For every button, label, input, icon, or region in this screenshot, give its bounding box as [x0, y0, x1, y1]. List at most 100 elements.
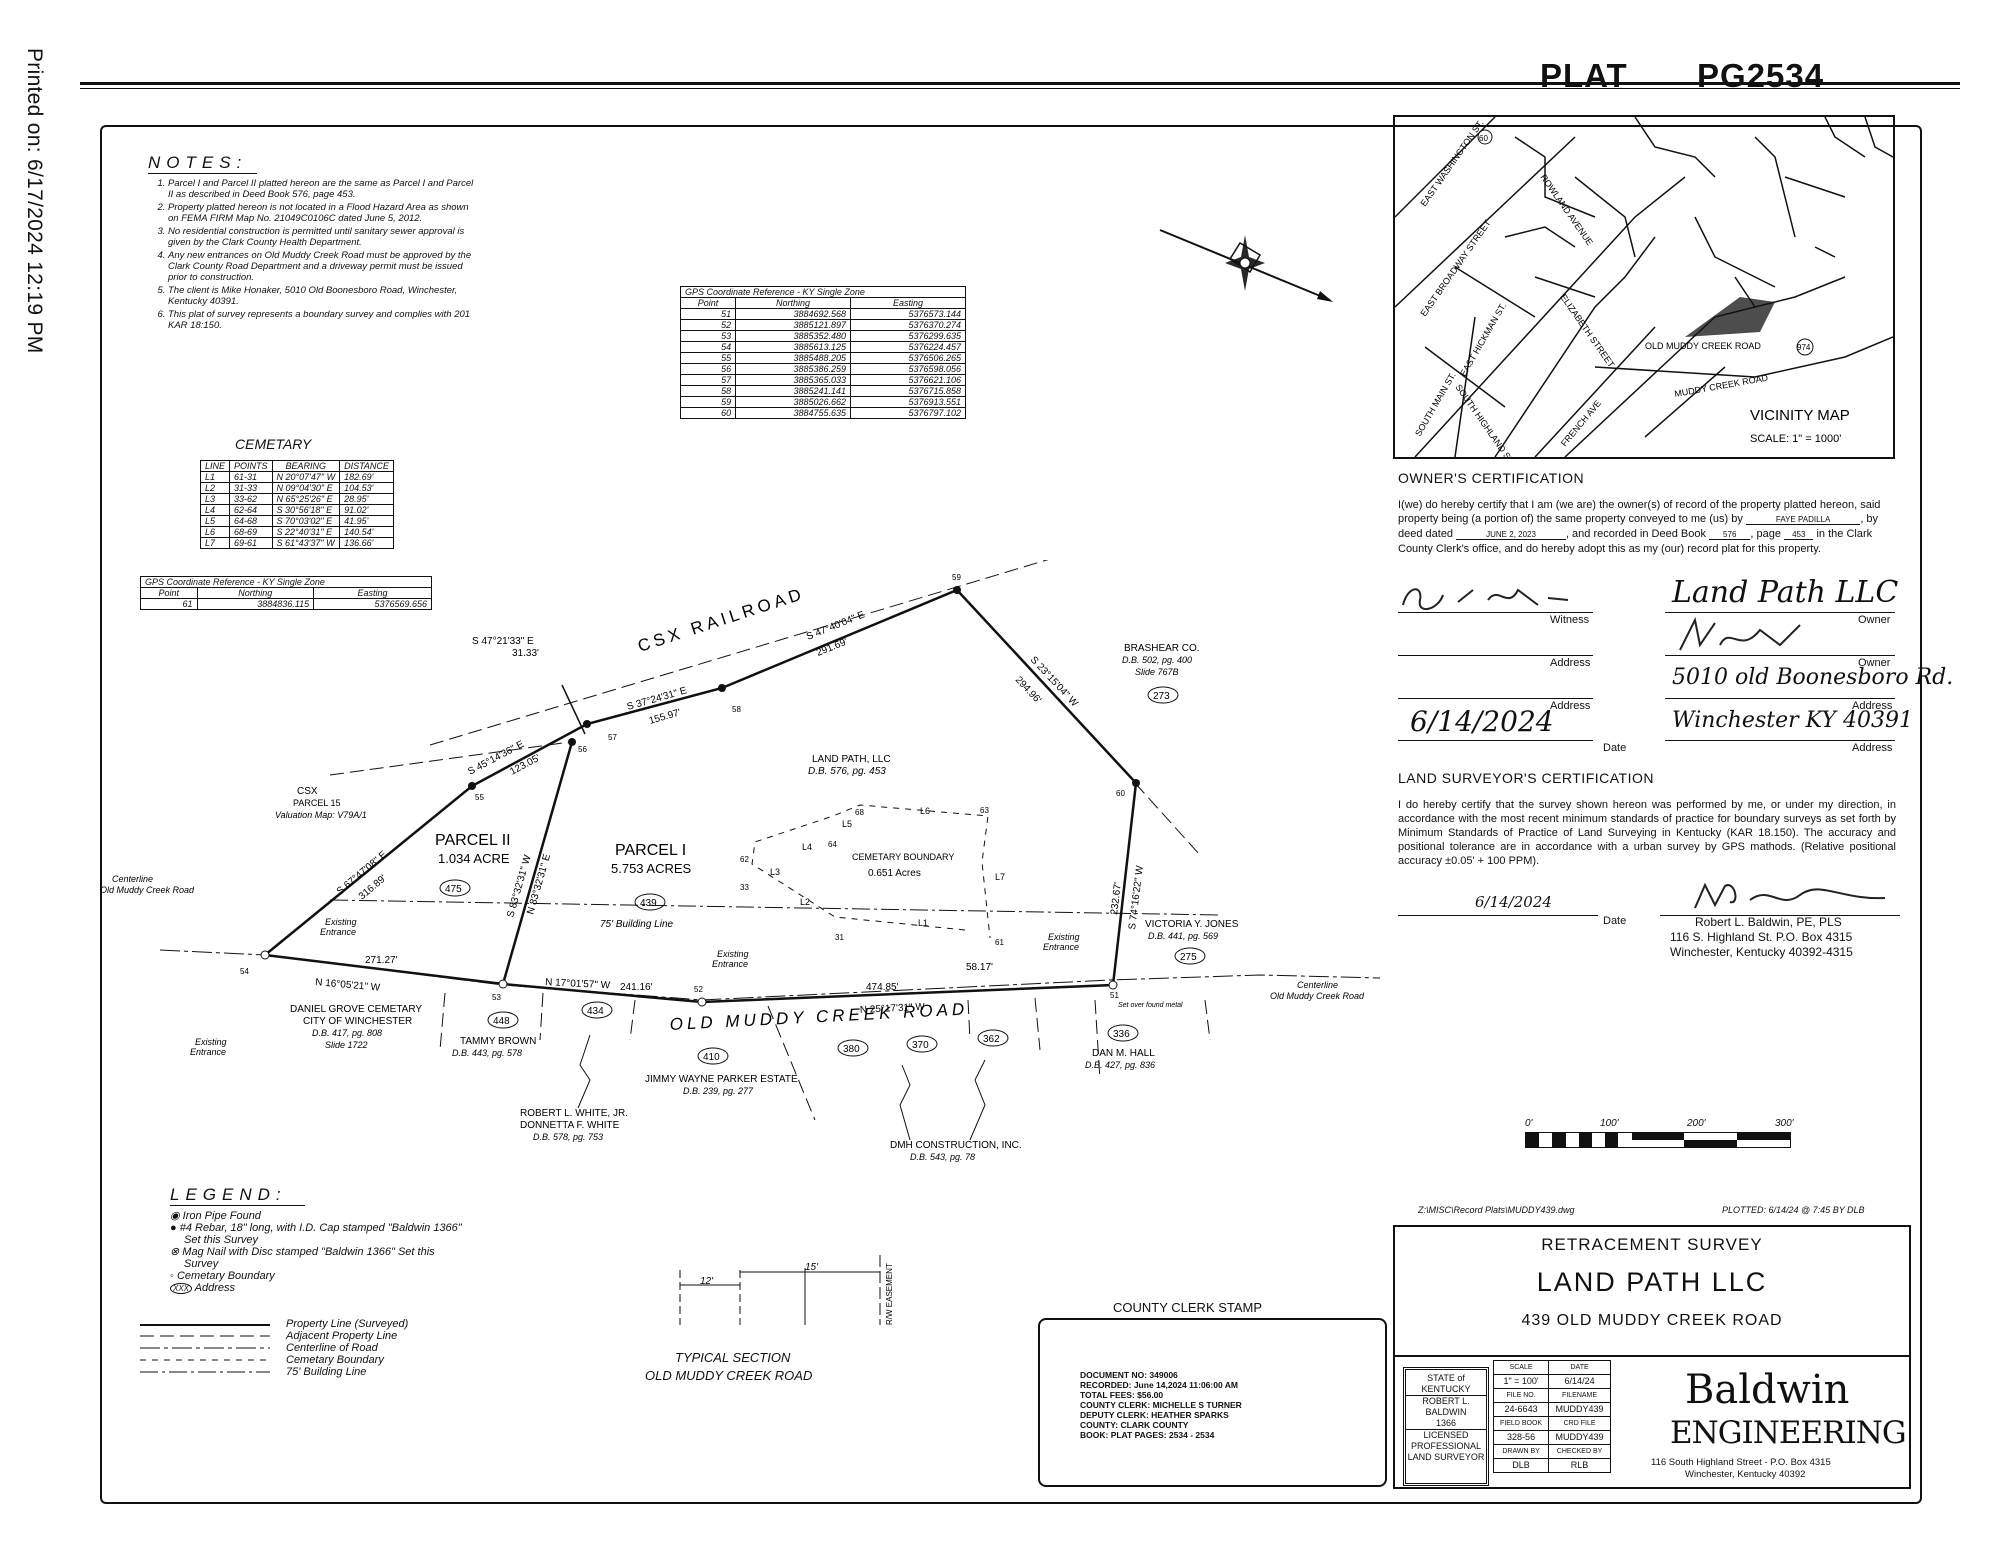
brashear-slide: Slide 767B — [1135, 667, 1179, 677]
surveyor-certification: LAND SURVEYOR'S CERTIFICATION I do hereb… — [1398, 770, 1896, 868]
address-label: Address — [1550, 657, 1591, 669]
cemetery-area: 0.651 Acres — [868, 868, 921, 879]
tammy-deed: D.B. 443, pg. 578 — [452, 1048, 522, 1058]
victoria-deed: D.B. 441, pg. 569 — [1148, 931, 1218, 941]
leader-line — [899, 1064, 911, 1141]
cell: 5376598.056 — [850, 363, 966, 375]
cell: 41.95' — [339, 515, 394, 527]
adjacent-line — [1094, 999, 1101, 1081]
cell: 1" = 100' — [1492, 1374, 1550, 1389]
cell: S 70°03'02" E — [271, 515, 341, 527]
line-label: L1 — [918, 918, 928, 928]
entrance-label: Existing — [1048, 932, 1080, 942]
cell: 61-31 — [229, 471, 273, 483]
leader-line — [577, 1034, 591, 1109]
county-clerk-stamp: DOCUMENT NO: 349006 RECORDED: June 14,20… — [1038, 1318, 1387, 1487]
cell: 62-64 — [229, 504, 273, 516]
firm-address-2: Winchester, Kentucky 40392 — [1685, 1469, 1806, 1480]
typical-section-drawing: 12' 15' R/W EASEMENT — [679, 1255, 894, 1325]
witness-label: Witness — [1550, 614, 1590, 626]
cell: L1 — [199, 471, 231, 483]
point-label: 64 — [828, 840, 837, 849]
legend-line-label: Adjacent Property Line — [286, 1330, 398, 1342]
cell: SCALE — [1492, 1360, 1550, 1375]
iron-pipe-icon: ◉ — [170, 1210, 183, 1222]
stamp-line: BOOK: PLAT PAGES: 2534 - 2534 — [1080, 1430, 1215, 1440]
centerline-right: Centerline — [1297, 980, 1338, 990]
cell: 5376715.858 — [850, 385, 966, 397]
cell: CHECKED BY — [1548, 1444, 1611, 1459]
bearing-label: S 74°16'22" W — [1127, 864, 1146, 930]
legend-line-label: 75' Building Line — [286, 1366, 367, 1378]
plat-page: PG2534 — [1697, 57, 1825, 94]
cell: 5376224.457 — [850, 341, 966, 353]
cell: 52 — [679, 319, 737, 331]
cell: 3885121.897 — [735, 319, 852, 331]
cell: 31-33 — [229, 482, 273, 494]
point-label: 54 — [240, 967, 249, 976]
seal-text: ROBERT L. — [1422, 1396, 1470, 1406]
point-label: 58 — [732, 705, 741, 714]
owner-date-handwritten: 6/14/2024 — [1410, 705, 1554, 738]
parcel1-address: 439 — [640, 898, 657, 909]
bearing-label: N 17°01'57" W — [545, 977, 611, 991]
robert-white-deed: D.B. 578, pg. 753 — [533, 1132, 603, 1142]
point-label: 59 — [952, 573, 961, 582]
cell: 328-56 — [1492, 1430, 1550, 1445]
address-oval — [906, 1035, 938, 1053]
address-oval — [977, 1029, 1009, 1047]
cell: S 22°40'31" E — [271, 526, 341, 538]
deed-page: 453 — [1784, 530, 1814, 540]
dim-15: 15' — [805, 1262, 819, 1273]
point-label: 51 — [1110, 991, 1119, 1000]
survey-point — [1108, 980, 1118, 990]
survey-points — [260, 586, 1140, 1007]
owner-cert-title: OWNER'S CERTIFICATION — [1398, 470, 1585, 486]
table-header: Point — [679, 297, 737, 309]
line-label: L3 — [770, 867, 780, 877]
railroad-label: CSX RAILROAD — [635, 584, 807, 656]
cell: 3885488.205 — [735, 352, 852, 364]
seal-text: PROFESSIONAL — [1410, 1441, 1482, 1451]
cell: 28.95' — [339, 493, 394, 505]
street-label: EAST HICKMAN ST. — [1458, 301, 1508, 378]
parcel2-address: 475 — [445, 884, 462, 895]
route-a-label: 60 — [1479, 134, 1488, 143]
point-label: 57 — [608, 733, 617, 742]
stamp-line: DEPUTY CLERK: HEATHER SPARKS — [1080, 1410, 1229, 1420]
victoria-name: VICTORIA Y. JONES — [1145, 919, 1239, 930]
plat-label: PLAT — [1540, 57, 1628, 94]
cell: 55 — [679, 352, 737, 364]
cell: DATE — [1548, 1360, 1611, 1375]
cell: 136.66' — [339, 537, 394, 549]
signature-line — [1665, 698, 1895, 699]
scale-tick: 0' — [1525, 1118, 1533, 1129]
cell: 5376370.274 — [850, 319, 966, 331]
cemetary-table-title: CEMETARY — [235, 436, 312, 452]
cert-text: , and recorded in Deed Book — [1565, 528, 1706, 540]
cell: 3885386.259 — [735, 363, 852, 375]
street-label: SOUTH MAIN ST. — [1413, 371, 1458, 438]
owner-label-2: Owner — [1858, 657, 1891, 669]
address-oval — [581, 1001, 613, 1019]
survey-point — [498, 979, 508, 989]
stamp-line: COUNTY: CLARK COUNTY — [1080, 1420, 1189, 1430]
dim-12: 12' — [700, 1276, 714, 1287]
property-boundary — [261, 588, 1138, 1004]
cell: 59 — [679, 396, 737, 408]
cell: 24-6643 — [1492, 1402, 1550, 1417]
adjacent-line — [439, 992, 446, 1051]
dmh-name: DMH CONSTRUCTION, INC. — [890, 1140, 1022, 1151]
typical-subtitle: OLD MUDDY CREEK ROAD — [645, 1368, 813, 1383]
address-oval — [1107, 1024, 1139, 1042]
file-path: Z:\MISC\Record Plats\MUDDY439.dwg — [1418, 1205, 1575, 1215]
cell: 5376573.144 — [850, 308, 966, 320]
railroad-line — [429, 560, 1049, 746]
